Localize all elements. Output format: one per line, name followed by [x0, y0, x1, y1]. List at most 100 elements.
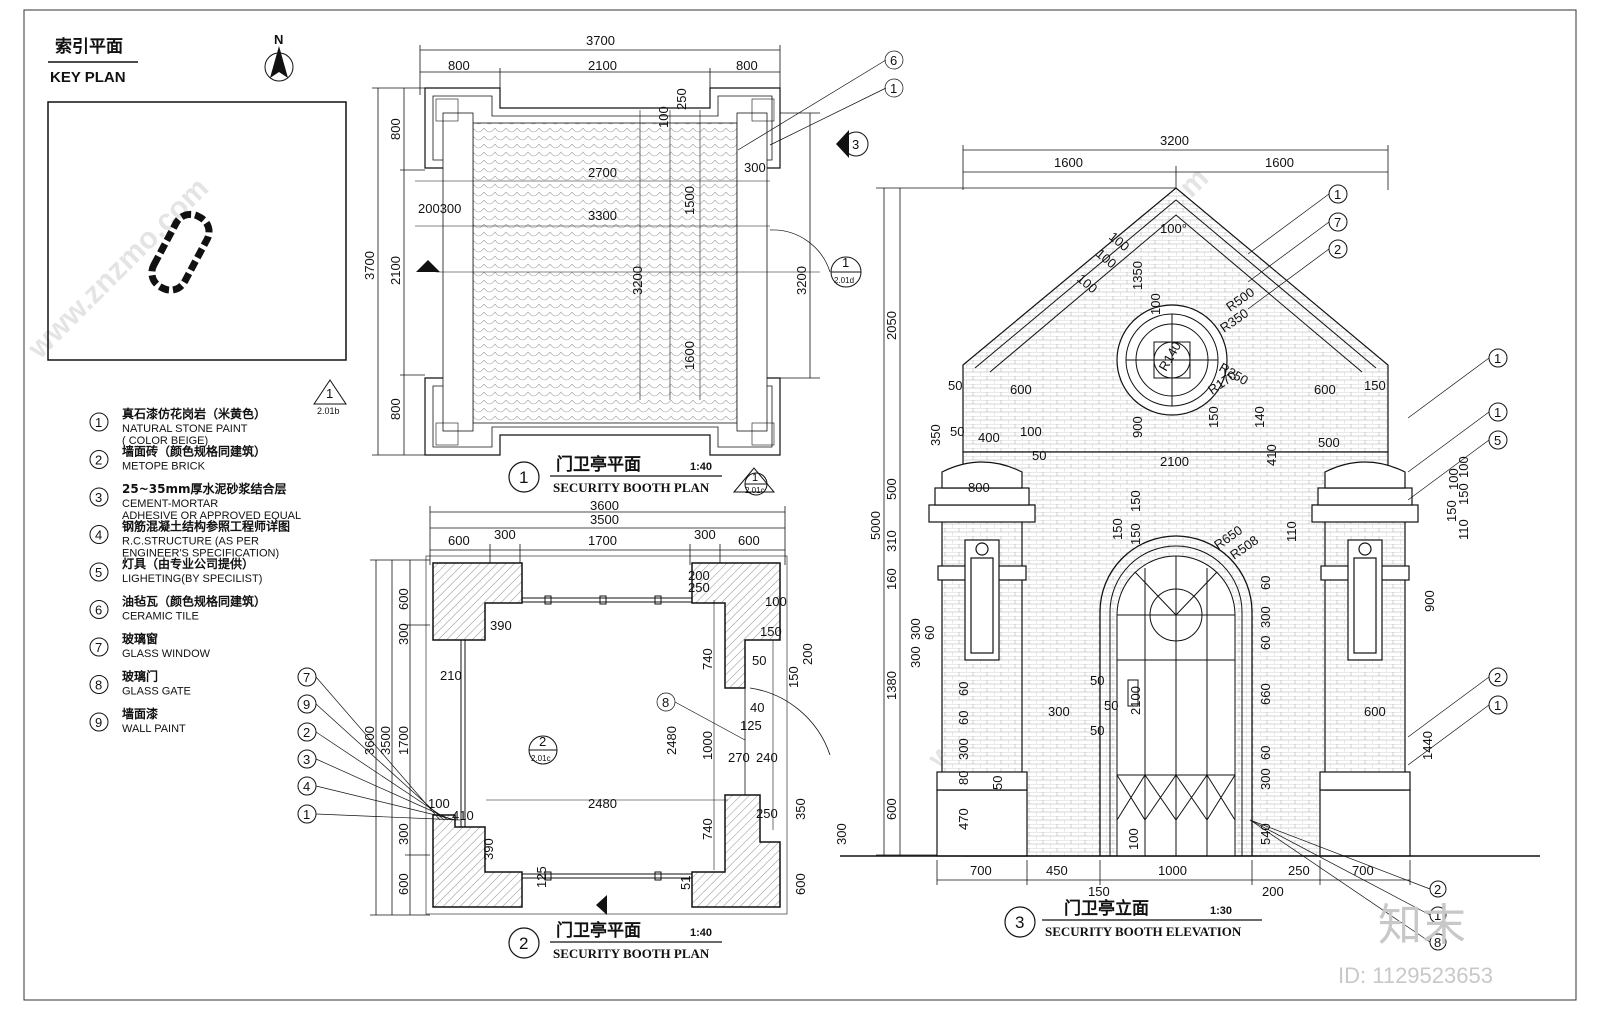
callout-num: 1 [1494, 351, 1501, 366]
svg-text:350: 350 [928, 424, 943, 446]
svg-text:3700: 3700 [586, 33, 615, 48]
svg-text:2100: 2100 [388, 256, 403, 285]
svg-text:1000: 1000 [700, 731, 715, 760]
svg-text:钢筋混凝土结构参照工程师详图: 钢筋混凝土结构参照工程师详图 [122, 519, 290, 534]
svg-text:300: 300 [396, 623, 411, 645]
plan-2-floor: 3600 3500 600 300 1700 300 600 3600 3500… [297, 498, 849, 961]
svg-text:METOPE BRICK: METOPE BRICK [122, 461, 206, 473]
svg-text:310: 310 [884, 530, 899, 552]
svg-text:( COLOR BEIGE): ( COLOR BEIGE) [122, 435, 208, 447]
svg-text:SECURITY BOOTH PLAN: SECURITY BOOTH PLAN [553, 946, 710, 961]
svg-text:2100: 2100 [588, 58, 617, 73]
svg-text:1:30: 1:30 [1210, 905, 1232, 917]
svg-text:50: 50 [1090, 673, 1104, 688]
svg-text:1:40: 1:40 [690, 927, 712, 939]
callout-num: 1 [1434, 908, 1441, 923]
key-plan: 索引平面 KEY PLAN N 1 2.01b [47, 32, 347, 416]
svg-text:ADHESIVE OR APPROVED EQUAL: ADHESIVE OR APPROVED EQUAL [122, 510, 301, 522]
svg-text:1440: 1440 [1420, 731, 1435, 760]
svg-text:1: 1 [842, 255, 849, 270]
svg-text:2100: 2100 [1160, 454, 1189, 469]
svg-text:50: 50 [1032, 448, 1046, 463]
svg-text:墙面砖（颜色规格同建筑）: 墙面砖（颜色规格同建筑） [122, 444, 266, 459]
svg-text:R.C.STRUCTURE (AS PER: R.C.STRUCTURE (AS PER [122, 536, 259, 548]
callout-num: 8 [1434, 935, 1441, 950]
svg-text:1: 1 [95, 415, 102, 430]
svg-text:100: 100 [1446, 468, 1461, 490]
left-pillar [928, 461, 1036, 857]
svg-text:GLASS WINDOW: GLASS WINDOW [122, 648, 211, 660]
plan2-title: 2 门卫亭平面 1:40 SECURITY BOOTH PLAN [508, 920, 722, 961]
svg-text:6: 6 [890, 53, 897, 68]
svg-text:1: 1 [752, 472, 758, 484]
legend-item: 2 墙面砖（颜色规格同建筑） METOPE BRICK [89, 444, 266, 473]
svg-text:390: 390 [481, 838, 496, 860]
svg-text:110: 110 [1284, 521, 1299, 542]
svg-text:500: 500 [884, 478, 899, 500]
brand-watermark: 知末 ID: 1129523653 [1338, 900, 1493, 988]
svg-text:300: 300 [834, 823, 849, 845]
svg-text:300: 300 [956, 738, 971, 760]
svg-text:60: 60 [1258, 636, 1273, 650]
key-plan-title-en: KEY PLAN [50, 69, 126, 86]
svg-text:240: 240 [756, 750, 778, 765]
callout-num: 1 [303, 807, 310, 822]
svg-text:150: 150 [1364, 378, 1386, 393]
svg-text:900: 900 [1422, 590, 1437, 612]
svg-text:3200: 3200 [630, 266, 645, 295]
svg-text:3600: 3600 [362, 726, 377, 755]
svg-text:600: 600 [793, 873, 808, 895]
svg-text:8: 8 [95, 678, 102, 693]
svg-text:80: 80 [956, 771, 971, 785]
svg-text:3500: 3500 [590, 512, 619, 527]
svg-text:125: 125 [740, 718, 762, 733]
svg-text:2: 2 [539, 734, 546, 749]
svg-text:门卫亭平面: 门卫亭平面 [556, 920, 641, 941]
svg-text:250: 250 [1288, 863, 1310, 878]
svg-text:200300: 200300 [418, 201, 461, 216]
svg-text:50: 50 [950, 424, 964, 439]
svg-text:50: 50 [990, 776, 1005, 790]
svg-text:60: 60 [956, 682, 971, 696]
svg-text:油毡瓦（颜色规格同建筑）: 油毡瓦（颜色规格同建筑） [122, 594, 266, 609]
svg-text:50: 50 [752, 653, 766, 668]
callout-num: 2 [1494, 670, 1501, 685]
plan2-dimensions [370, 506, 786, 916]
svg-text:300: 300 [908, 618, 923, 640]
svg-text:2: 2 [95, 453, 102, 468]
svg-text:800: 800 [388, 118, 403, 140]
callout-num: 4 [303, 779, 310, 794]
elevation-title: 3 门卫亭立面 1:30 SECURITY BOOTH ELEVATION [1004, 898, 1262, 939]
svg-text:3: 3 [1015, 913, 1024, 932]
svg-text:门卫亭平面: 门卫亭平面 [556, 454, 641, 475]
svg-text:真石漆仿花岗岩（米黄色）: 真石漆仿花岗岩（米黄色） [122, 406, 266, 421]
svg-text:25~35mm厚水泥砂浆结合层: 25~35mm厚水泥砂浆结合层 [122, 481, 286, 496]
svg-text:60: 60 [956, 711, 971, 725]
svg-text:3600: 3600 [590, 498, 619, 513]
booth-location-marker [148, 210, 213, 294]
svg-text:1350: 1350 [1130, 261, 1145, 290]
svg-text:350: 350 [793, 798, 808, 820]
material-legend: 1 真石漆仿花岗岩（米黄色） NATURAL STONE PAINT( COLOR … [89, 406, 301, 735]
svg-text:门卫亭立面: 门卫亭立面 [1064, 898, 1149, 919]
svg-text:600: 600 [1010, 382, 1032, 397]
svg-text:410: 410 [1264, 444, 1279, 466]
svg-text:300: 300 [694, 527, 716, 542]
svg-text:100: 100 [428, 796, 450, 811]
sheet-border [23, 9, 1577, 1001]
svg-text:5: 5 [95, 565, 102, 580]
svg-text:NATURAL STONE PAINT: NATURAL STONE PAINT [122, 423, 248, 435]
svg-text:160: 160 [884, 568, 899, 590]
svg-text:150: 150 [1456, 483, 1471, 505]
svg-text:540: 540 [1258, 823, 1273, 845]
legend-item: 5灯具（由专业公司提供）LIGHETING(BY SPECILIST) [89, 556, 262, 585]
svg-text:2.01d: 2.01d [834, 276, 854, 285]
callout-num: 9 [303, 697, 310, 712]
svg-text:灯具（由专业公司提供）: 灯具（由专业公司提供） [122, 556, 254, 571]
north-label: N [274, 32, 283, 47]
svg-text:800: 800 [448, 58, 470, 73]
svg-text:9: 9 [95, 715, 102, 730]
svg-text:3700: 3700 [362, 251, 377, 280]
